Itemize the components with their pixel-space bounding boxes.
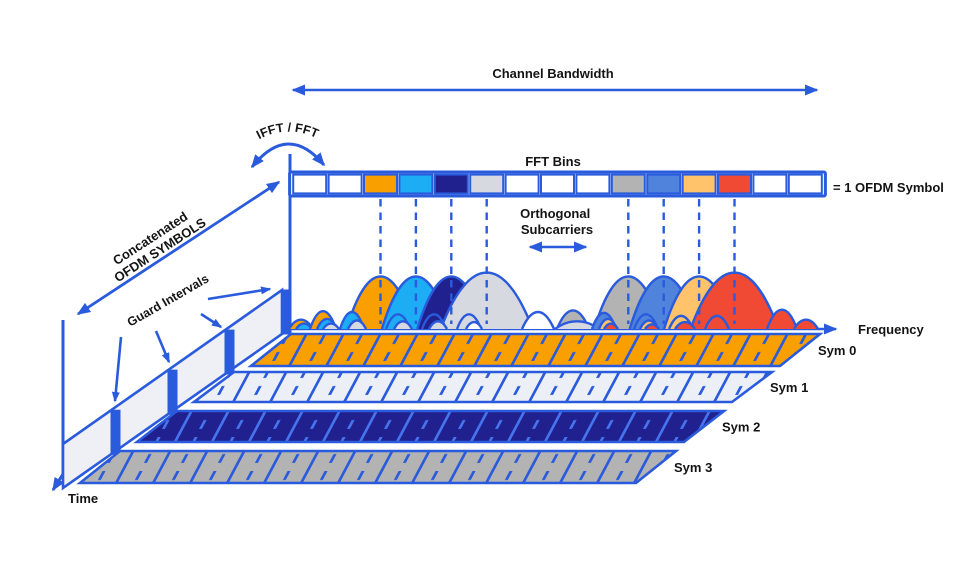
subcarrier-side-lobe	[792, 318, 820, 330]
ofdm-symbol-row-hatch	[190, 370, 776, 404]
fft-bin	[610, 173, 646, 195]
fft-bin	[646, 173, 682, 195]
concatenated-symbols-arrow	[76, 180, 281, 316]
ofdm-symbol-equals-label: = 1 OFDM Symbol	[833, 180, 944, 195]
orthogonal-subcarriers-label: Orthogonal Subcarriers	[520, 206, 594, 237]
fft-bin	[575, 173, 611, 195]
symbol-label: Sym 1	[770, 380, 808, 395]
subcarrier-side-lobe	[602, 322, 620, 330]
fft-bin	[717, 173, 752, 195]
guard-interval-wall-layer	[61, 287, 292, 491]
symbol-label: Sym 0	[818, 343, 856, 358]
subcarrier-side-lobe	[322, 322, 340, 330]
fft-bins-label: FFT Bins	[525, 154, 581, 169]
guard-interval-bar	[224, 329, 235, 375]
fft-bin	[504, 173, 540, 195]
fft-bin	[787, 173, 823, 195]
fft-bin	[433, 173, 469, 195]
guard-arrow-0	[207, 286, 272, 301]
subcarrier-side-lobe	[464, 320, 484, 330]
guard-interval-bar	[167, 369, 178, 415]
bin-alignment-dashes-layer	[379, 199, 736, 324]
ofdm-symbol-row-hatch	[247, 332, 824, 368]
time-axis	[51, 320, 65, 492]
channel-bandwidth-label: Channel Bandwidth	[492, 66, 613, 81]
fft-bin	[292, 173, 328, 195]
guard-arrow-3	[111, 336, 123, 403]
fft-bin	[327, 173, 363, 195]
subcarrier-lobes-layer	[287, 271, 820, 330]
guard-interval-bar	[281, 289, 292, 335]
guard-interval-arrows	[111, 286, 272, 403]
guard-arrow-1	[200, 312, 223, 329]
subcarrier-side-lobe	[346, 319, 368, 330]
fft-bin	[398, 173, 434, 195]
ofdm-symbol-row-hatch	[76, 449, 680, 485]
ifft-fft-label: IFFT / FFT	[254, 120, 321, 142]
fft-bin	[363, 173, 398, 195]
subcarrier-side-lobe	[703, 314, 731, 330]
subcarrier-side-lobe	[765, 308, 799, 330]
fft-bin	[752, 173, 788, 195]
ofdm-symbol-row-hatch	[133, 409, 728, 444]
subcarrier-side-lobe	[427, 320, 449, 330]
subcarrier-side-lobe	[392, 320, 414, 330]
time-axis-label: Time	[68, 491, 98, 506]
frequency-axis-label: Frequency	[858, 322, 925, 337]
fft-bin	[540, 173, 575, 195]
guard-interval-bar	[110, 409, 121, 455]
symbol-label: Sym 2	[722, 420, 760, 435]
subcarrier-side-lobe	[674, 320, 696, 330]
ofdm-symbol-rows-layer: Sym 0 Sym 1 Sym 2 Sym 3	[76, 332, 856, 485]
symbol-label: Sym 3	[674, 460, 712, 475]
fft-bins-layer	[288, 170, 827, 198]
subcarrier-side-lobe	[644, 323, 660, 330]
concatenated-symbols-label: Concatenated OFDM SYMBOLS	[103, 202, 209, 285]
ifft-fft-curved-arrow	[250, 142, 326, 169]
fft-bin	[681, 173, 717, 195]
guard-arrow-2	[154, 330, 171, 364]
subcarrier-side-lobe	[520, 310, 556, 330]
guard-intervals-label: Guard Intervals	[125, 272, 211, 330]
fft-bin	[469, 173, 505, 195]
